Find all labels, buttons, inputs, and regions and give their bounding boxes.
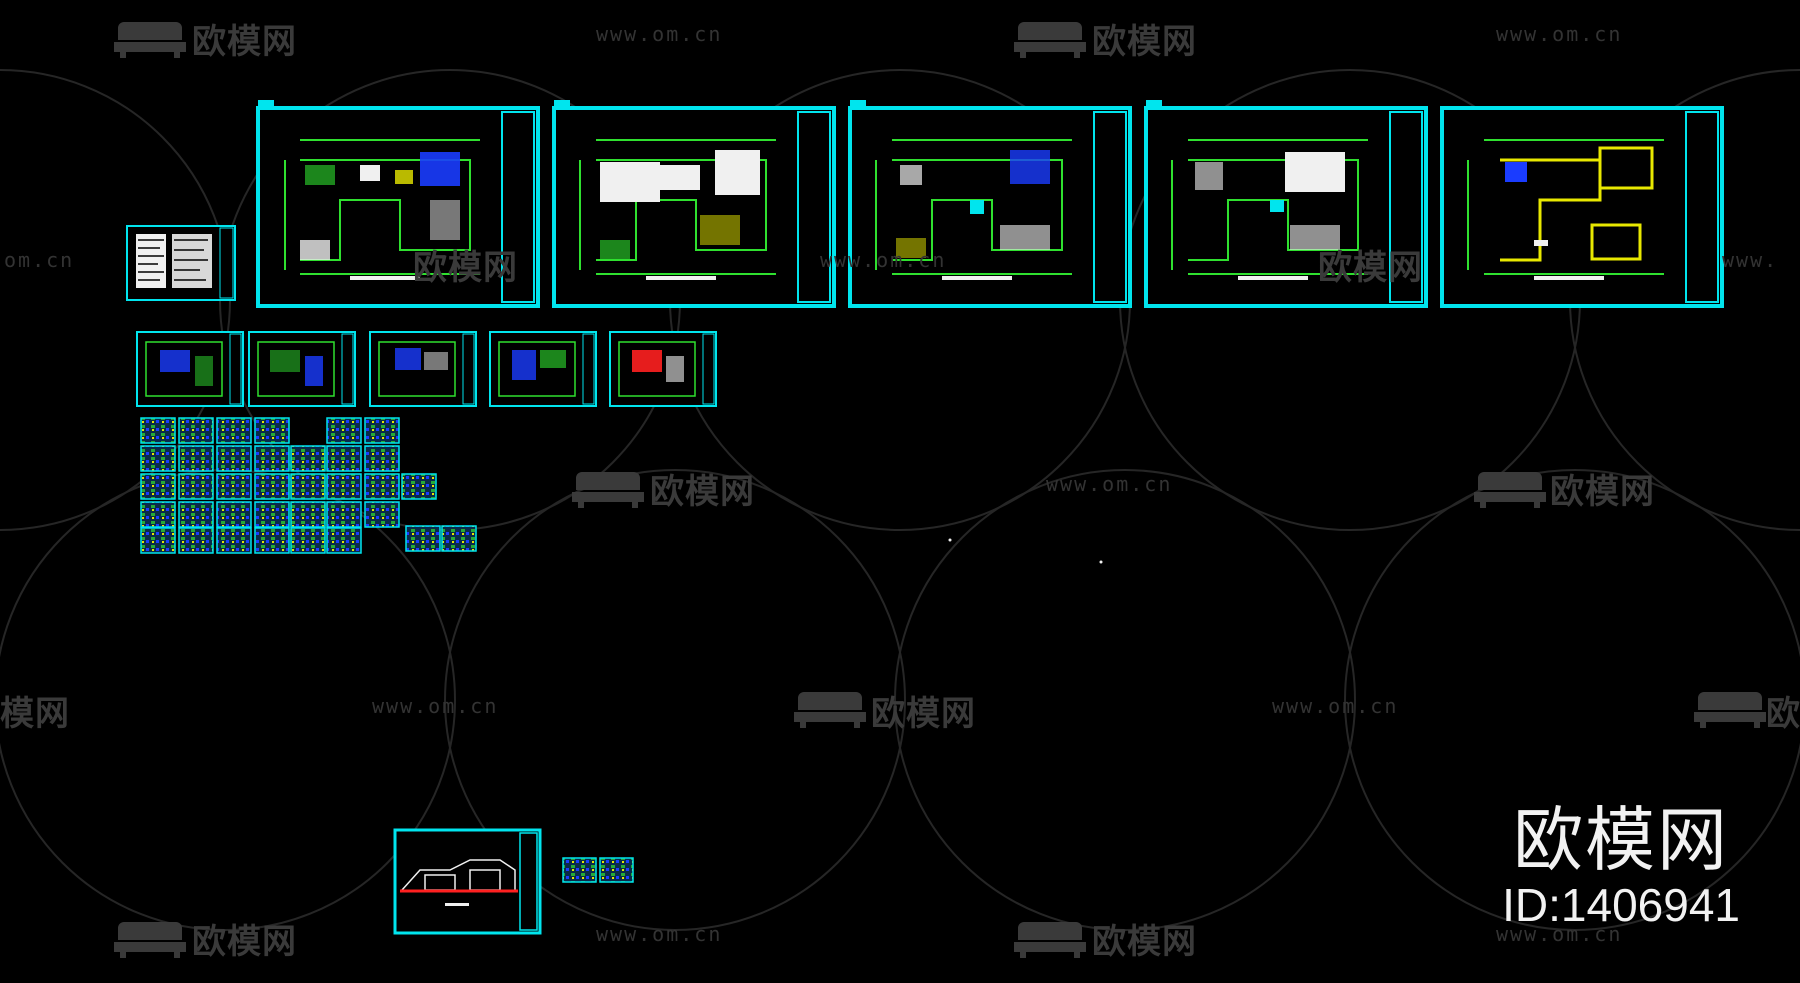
watermark-brand: 欧模网	[413, 248, 518, 288]
sheet-cover-legend[interactable]	[126, 225, 236, 301]
stray-point	[1099, 560, 1103, 564]
sheet-floor-plan-3[interactable]	[848, 100, 1132, 308]
watermark-brand: 欧模网	[1092, 922, 1197, 962]
watermark-url: www.om.cn	[596, 922, 723, 946]
asset-id: ID:1406941	[1502, 879, 1740, 931]
sheet-floor-plan-5[interactable]	[1440, 106, 1724, 308]
watermark-brand: 欧模网	[192, 22, 297, 62]
watermark-brand: 欧模网	[1092, 22, 1197, 62]
sheet-medium-2[interactable]	[248, 331, 356, 407]
brand-name: 欧模网	[1513, 799, 1730, 881]
watermark-brand: 欧模网	[192, 922, 297, 962]
sheet-floor-plan-1[interactable]	[256, 100, 540, 308]
brand-stamp: 欧模网 ID:1406941	[1502, 800, 1740, 930]
sheet-elevation-detail-2[interactable]	[599, 857, 634, 883]
watermark-brand: 欧模网	[1318, 248, 1423, 288]
watermark-brand-partial: 模网	[0, 694, 70, 734]
watermark-brand-partial: 欧	[1766, 694, 1800, 734]
watermark-url-partial: www.	[1722, 248, 1779, 272]
detail-sheet-grid[interactable]	[140, 417, 477, 554]
sheet-medium-5[interactable]	[609, 331, 717, 407]
sheet-elevation[interactable]	[393, 828, 542, 935]
sheet-elevation-detail-1[interactable]	[562, 857, 597, 883]
watermark-url: www.om.cn	[372, 694, 499, 718]
watermark-url: www.om.cn	[820, 248, 947, 272]
sheet-floor-plan-4[interactable]	[1144, 100, 1428, 308]
watermark-url: www.om.cn	[1272, 694, 1399, 718]
sheet-medium-4[interactable]	[489, 331, 597, 407]
watermark-brand: 欧模网	[871, 694, 976, 734]
watermark-url: www.om.cn	[1496, 922, 1623, 946]
sofa-icon	[114, 22, 1766, 958]
sheet-medium-1[interactable]	[136, 331, 244, 407]
watermark-brand: 欧模网	[650, 472, 755, 512]
watermark-brand: 欧模网	[1550, 472, 1655, 512]
watermark-url-partial: om.cn	[4, 248, 75, 272]
watermark-url: www.om.cn	[1046, 472, 1173, 496]
sheet-medium-3[interactable]	[369, 331, 477, 407]
sheet-floor-plan-2[interactable]	[552, 100, 836, 308]
watermark-url: www.om.cn	[596, 22, 723, 46]
stray-point	[948, 538, 952, 542]
watermark-url: www.om.cn	[1496, 22, 1623, 46]
